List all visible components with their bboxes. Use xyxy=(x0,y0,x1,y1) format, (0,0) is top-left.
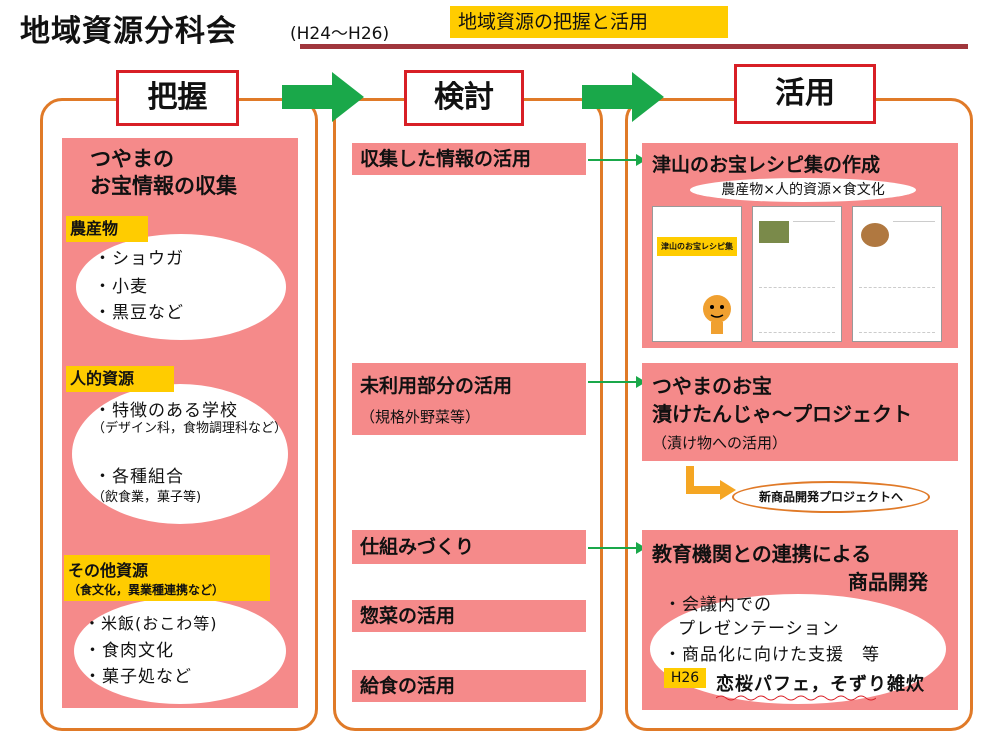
human-item-note: （デザイン科，食物調理科など） xyxy=(92,421,288,436)
edu-title-line2: 商品開発 xyxy=(848,570,928,594)
recipe-cover-thumbnail: 津山のお宝レシピ集 xyxy=(652,206,742,342)
arrow-right-icon xyxy=(282,72,364,122)
new-product-project: 新商品開発プロジェクトへ xyxy=(732,481,930,513)
grasp-heading: 把握 xyxy=(116,70,239,126)
agri-item: ・黒豆など xyxy=(94,303,184,323)
other-ellipse xyxy=(74,598,286,704)
recipe-text-lines xyxy=(759,287,835,333)
human-item: ・特徴のある学校 xyxy=(94,401,238,421)
arrow-right-icon xyxy=(636,154,646,166)
recipe-page-thumbnail xyxy=(752,206,842,342)
wavy-underline xyxy=(716,695,876,701)
human-ellipse xyxy=(72,384,288,524)
period-label: (H24～H26) xyxy=(290,24,390,44)
use-heading: 活用 xyxy=(734,64,876,124)
arrow-right-icon xyxy=(636,376,646,388)
review-item-unused-box xyxy=(352,363,586,435)
recipe-text-lines xyxy=(893,221,935,272)
edu-item: ・商品化に向けた支援 等 xyxy=(664,645,880,665)
review-heading: 検討 xyxy=(404,70,524,126)
h26-badge: H26 xyxy=(664,668,706,688)
recipe-text-lines xyxy=(793,221,835,272)
review-item-unused: 未利用部分の活用 xyxy=(360,375,513,397)
pickle-note: （漬け物への活用） xyxy=(652,434,788,452)
mascot-icon xyxy=(703,295,731,334)
other-item: ・米飯(おこわ等) xyxy=(84,614,218,633)
edu-item: プレゼンテーション xyxy=(678,619,840,639)
grasp-heading-line2: お宝情報の収集 xyxy=(90,174,237,198)
recipe-text-lines xyxy=(859,287,935,333)
edu-item: ・会議内での xyxy=(664,595,772,615)
review-item-collected-info: 収集した情報の活用 xyxy=(352,143,586,175)
link-arrow-line xyxy=(588,547,638,549)
human-item-note: （飲食業，菓子等) xyxy=(92,490,202,505)
recipe-photo xyxy=(759,221,789,243)
recipe-cover-title: 津山のお宝レシピ集 xyxy=(657,237,737,256)
header-rule xyxy=(300,44,968,49)
agri-ellipse xyxy=(76,234,286,340)
page-title: 地域資源分科会 xyxy=(20,14,237,49)
other-label: その他資源 xyxy=(68,561,149,580)
pickle-title-line1: つやまのお宝 xyxy=(652,374,772,398)
agri-item: ・ショウガ xyxy=(94,249,184,269)
subtitle-tag: 地域資源の把握と活用 xyxy=(450,6,728,38)
recipe-page-thumbnail xyxy=(852,206,942,342)
review-item-system: 仕組みづくり xyxy=(352,530,586,564)
bent-arrow-icon xyxy=(686,466,736,500)
recipe-note: 農産物×人的資源×食文化 xyxy=(690,178,916,202)
arrow-right-icon xyxy=(582,72,664,122)
recipe-photo xyxy=(861,223,889,247)
recipe-title: 津山のお宝レシピ集の作成 xyxy=(652,154,881,176)
h26-result: 恋桜パフェ，そずり雑炊 xyxy=(716,674,925,695)
arrow-right-icon xyxy=(636,542,646,554)
review-item-side-dish: 惣菜の活用 xyxy=(352,600,586,632)
pickle-title-line2: 漬けたんじゃ～プロジェクト xyxy=(652,402,912,426)
edu-title-line1: 教育機関との連携による xyxy=(652,542,872,566)
link-arrow-line xyxy=(588,381,638,383)
review-item-school-lunch: 給食の活用 xyxy=(352,670,586,702)
review-item-unused-note: （規格外野菜等） xyxy=(360,408,481,426)
pickle-panel xyxy=(642,363,958,461)
other-item: ・食肉文化 xyxy=(84,641,174,661)
other-item: ・菓子処など xyxy=(84,667,192,687)
other-label-note: （食文化，異業種連携など） xyxy=(68,583,225,597)
agri-label: 農産物 xyxy=(66,216,148,242)
other-label-box: その他資源 （食文化，異業種連携など） xyxy=(64,555,270,601)
grasp-heading-line1: つやまの xyxy=(90,147,174,171)
link-arrow-line xyxy=(588,159,638,161)
human-item: ・各種組合 xyxy=(94,467,184,487)
human-label: 人的資源 xyxy=(66,366,174,392)
agri-item: ・小麦 xyxy=(94,277,148,297)
